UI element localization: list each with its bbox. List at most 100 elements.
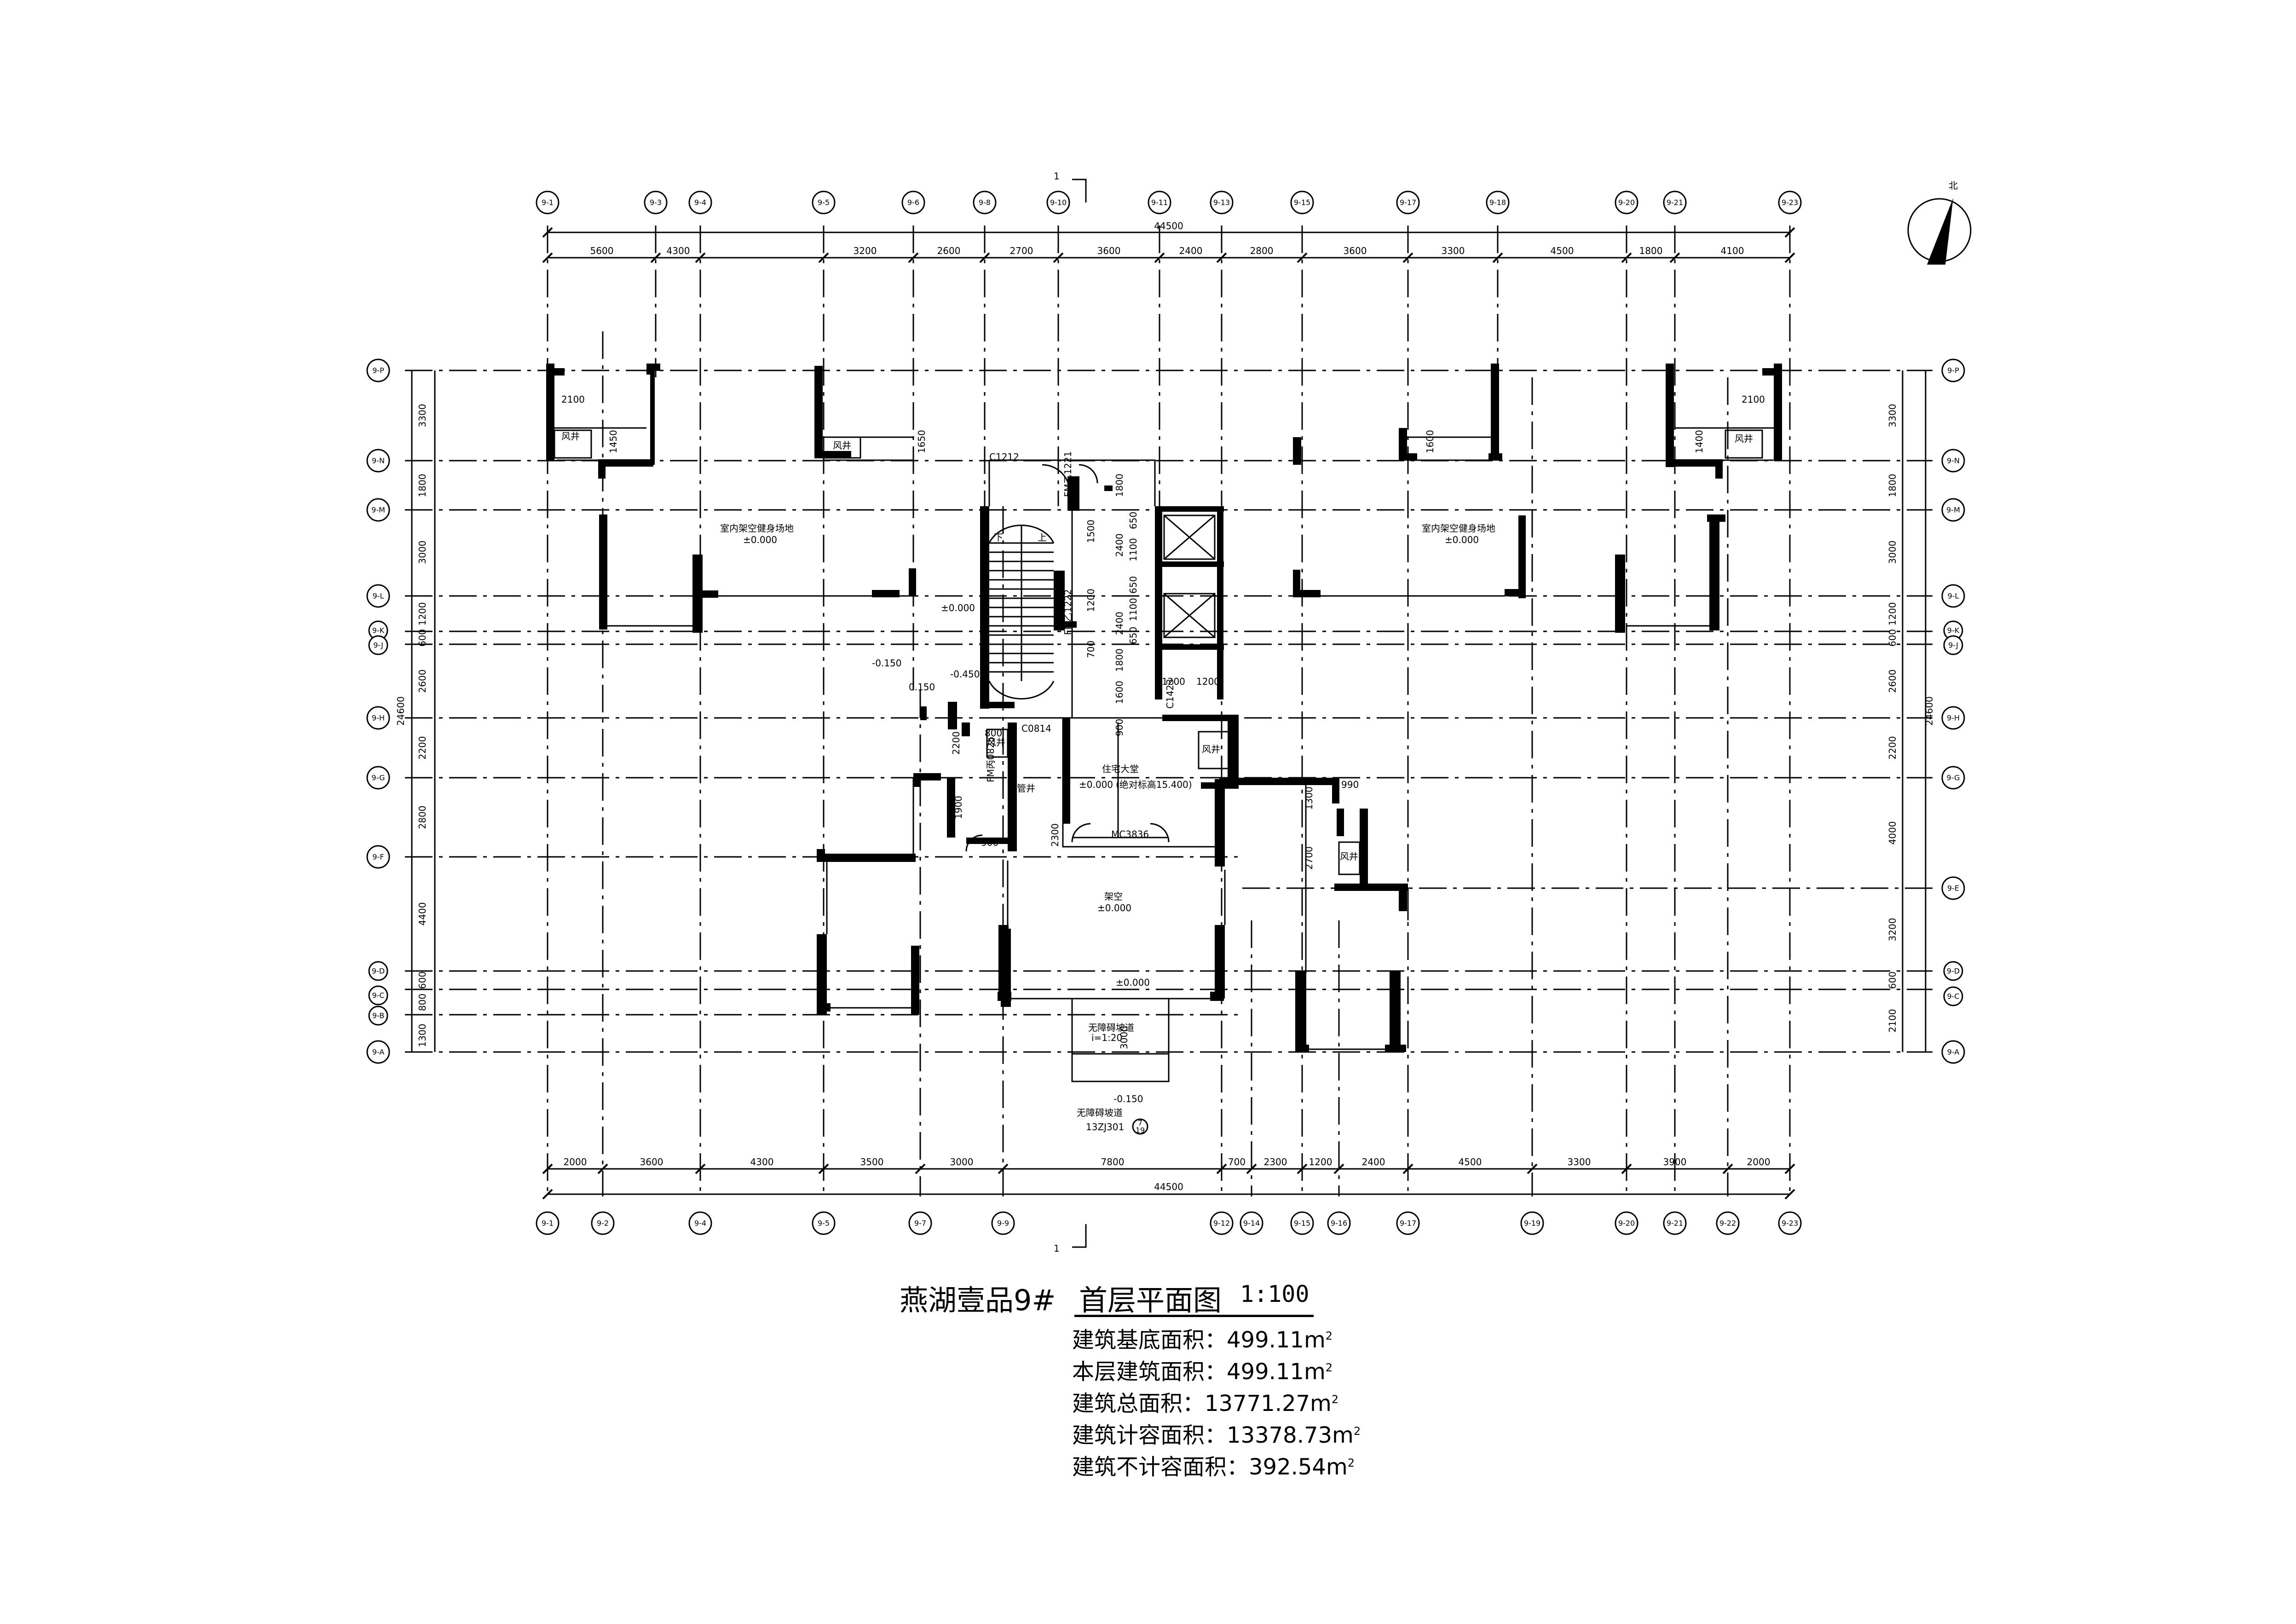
axis-bubble: 9-N <box>1941 449 1965 473</box>
axis-bubble: 9-6 <box>901 191 925 214</box>
fan-shaft-label: 风井 <box>987 737 1005 748</box>
svg-text:9-11: 9-11 <box>1151 198 1168 207</box>
section-label-top: 1 <box>1054 171 1060 182</box>
horizontal-grid-lines <box>405 370 1933 1053</box>
axis-bubble: 9-5 <box>812 1211 836 1235</box>
axis-bubble: 9-21 <box>1663 1211 1687 1235</box>
svg-text:9-1: 9-1 <box>542 1219 554 1228</box>
axis-bubble: 9-C <box>1943 986 1963 1006</box>
axis-bubble: 9-12 <box>1210 1211 1234 1235</box>
drawing-title: 首层平面图 <box>1079 1283 1222 1317</box>
local-dim: 2400 <box>1114 612 1125 635</box>
axis-bubble: 9-3 <box>644 191 668 214</box>
axis-bubble: 9-10 <box>1046 191 1070 214</box>
local-dim: 650 <box>1128 627 1139 644</box>
left-axis-bubbles: 9-P 9-N 9-M 9-L 9-K 9-J 9-H 9-G 9-F 9-D … <box>366 358 390 1064</box>
local-dim: 1400 <box>1694 430 1705 453</box>
svg-text:9-12: 9-12 <box>1213 1219 1230 1228</box>
local-dim: 1100 <box>1128 538 1139 561</box>
left-dim-2: 1800 <box>417 474 428 497</box>
top-dim-1: 5600 <box>590 245 614 256</box>
axis-bubble: 9-13 <box>1210 191 1234 214</box>
svg-text:9-C: 9-C <box>1947 992 1959 1001</box>
ramp-standard-ref: 无障碍坡道 <box>1077 1107 1123 1118</box>
svg-text:9-21: 9-21 <box>1667 1219 1683 1228</box>
svg-text:9-M: 9-M <box>371 506 385 514</box>
right-dim-6: 2600 <box>1887 670 1898 693</box>
fan-shaft-label: 风井 <box>1735 433 1753 444</box>
top-dimension-chain: 44500 5600 4300 3200 2600 2700 3600 2400… <box>542 220 1795 263</box>
stat-row: 建筑计容面积：13378.73m2 <box>1072 1422 1361 1448</box>
left-dim-12: 1300 <box>417 1024 428 1047</box>
local-dim: 1900 <box>953 796 964 819</box>
elevation-minus-150: -0.150 <box>872 658 901 669</box>
bottom-axis-bubbles: 9-1 9-2 9-4 9-5 9-7 9-9 9-12 9-14 9-15 9… <box>536 1211 1802 1235</box>
svg-text:9-N: 9-N <box>372 457 385 465</box>
axis-bubble: 9-17 <box>1396 191 1420 214</box>
svg-text:9-10: 9-10 <box>1050 198 1067 207</box>
svg-text:9-P: 9-P <box>1947 366 1959 375</box>
axis-bubble: 9-B <box>368 1006 388 1026</box>
svg-text:9-G: 9-G <box>372 774 385 782</box>
bottom-dim-3: 4300 <box>750 1156 774 1167</box>
door-tag: MC3836 <box>1111 829 1149 840</box>
left-dim-6: 2600 <box>417 670 428 693</box>
bottom-dim-8: 2300 <box>1264 1156 1287 1167</box>
axis-bubble: 9-D <box>1943 961 1963 981</box>
fan-shaft-label: 风井 <box>833 440 851 451</box>
left-dim-5: 600 <box>417 629 428 647</box>
top-dim-6: 3600 <box>1097 245 1121 256</box>
fan-shaft-label: 风井 <box>1340 851 1358 862</box>
overhead-area-label: 架空 <box>1104 891 1123 902</box>
right-dim-10: 600 <box>1887 971 1898 989</box>
svg-text:9-H: 9-H <box>372 714 385 722</box>
svg-text:9-3: 9-3 <box>650 198 662 207</box>
local-dim: 1200 <box>1162 676 1185 687</box>
axis-bubble: 9-1 <box>536 191 560 214</box>
svg-text:9-D: 9-D <box>1947 967 1960 976</box>
axis-bubble: 9-8 <box>973 191 997 214</box>
right-dim-8: 4000 <box>1887 821 1898 845</box>
room-labels: 风井 风井 风井 风井 风井 风井 室内架空健身场地 ±0.000 室内架空健身… <box>561 431 1753 1135</box>
axis-bubble: 9-23 <box>1778 1211 1802 1235</box>
local-dim: 650 <box>1128 576 1139 594</box>
detail-page: 19 <box>1136 1126 1145 1135</box>
top-dim-10: 3300 <box>1442 245 1465 256</box>
right-dim-1: 3300 <box>1887 404 1898 428</box>
local-dim: 1800 <box>1114 648 1125 672</box>
svg-text:9-M: 9-M <box>1946 506 1960 514</box>
axis-bubble: 9-L <box>1941 584 1965 608</box>
left-dim-4: 1200 <box>417 602 428 626</box>
top-axis-bubbles: 9-1 9-3 9-4 9-5 9-6 9-8 9-10 9-11 9-13 9… <box>536 191 1802 214</box>
axis-bubble: 9-N <box>366 449 390 473</box>
fan-shaft-label: 风井 <box>1202 744 1220 755</box>
bottom-dim-12: 3300 <box>1568 1156 1591 1167</box>
entry-elevation: ±0.000 <box>1116 977 1150 988</box>
bottom-dim-1: 2000 <box>564 1156 587 1167</box>
top-dim-4: 2600 <box>937 245 961 256</box>
svg-text:9-K: 9-K <box>372 626 385 635</box>
axis-bubble: 9-F <box>366 845 390 869</box>
local-dim: 2200 <box>951 731 962 755</box>
local-dim: 2100 <box>1742 394 1765 405</box>
svg-text:9-18: 9-18 <box>1489 198 1506 207</box>
section-marker: 1 1 <box>1054 171 1087 1254</box>
axis-bubble: 9-P <box>366 358 390 382</box>
axis-bubble: 9-17 <box>1396 1211 1420 1235</box>
right-dim-2: 1800 <box>1887 474 1898 497</box>
top-dim-9: 3600 <box>1344 245 1367 256</box>
fan-shaft-label: 风井 <box>561 431 580 442</box>
axis-bubble: 9-A <box>1941 1040 1965 1064</box>
svg-text:9-13: 9-13 <box>1213 198 1230 207</box>
svg-text:9-23: 9-23 <box>1782 1219 1798 1228</box>
bottom-dim-2: 3600 <box>640 1156 663 1167</box>
right-dim-7: 2200 <box>1887 736 1898 760</box>
top-dim-13: 4100 <box>1721 245 1744 256</box>
window-tag: C1212 <box>989 451 1019 462</box>
svg-text:9-B: 9-B <box>372 1011 384 1020</box>
svg-text:9-21: 9-21 <box>1667 198 1683 207</box>
section-label-bottom: 1 <box>1054 1243 1060 1254</box>
door-tag: FM丙0825 <box>985 736 996 782</box>
left-dim-11: 800 <box>417 994 428 1011</box>
local-dim: 1800 <box>1114 474 1125 497</box>
